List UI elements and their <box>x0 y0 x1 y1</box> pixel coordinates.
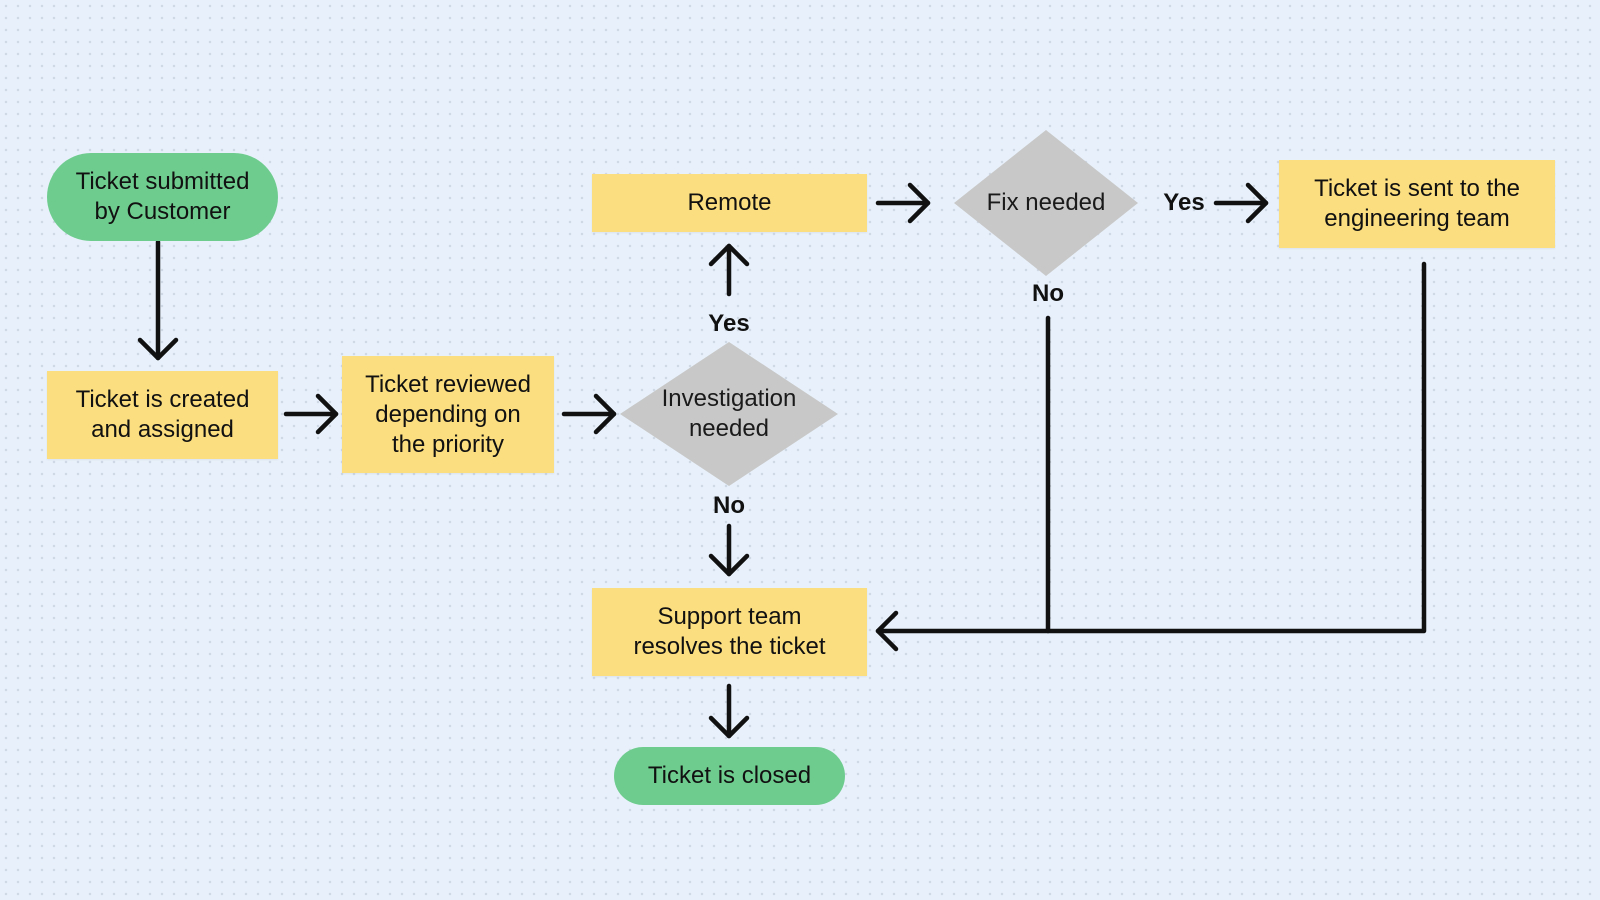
arrowhead-remote-to-fix <box>907 182 931 224</box>
node-engineering-team: Ticket is sent to the engineering team <box>1279 160 1555 248</box>
label-fix-yes: Yes <box>1163 189 1205 216</box>
arrowhead-created-to-reviewed <box>315 393 339 435</box>
arrow-engineering-to-support <box>875 261 1427 634</box>
arrowhead-support-to-closed <box>708 715 750 739</box>
node-ticket-closed: Ticket is closed <box>614 747 845 805</box>
arrowhead-engineering-to-support <box>875 610 899 652</box>
label-fix-no: No <box>1032 280 1064 307</box>
node-ticket-created: Ticket is created and assigned <box>47 371 278 459</box>
node-remote: Remote <box>592 174 867 232</box>
label-investigation-yes: Yes <box>708 310 750 337</box>
arrowhead-reviewed-to-investigation <box>593 393 617 435</box>
node-support-resolves: Support team resolves the ticket <box>592 588 867 676</box>
node-ticket-reviewed: Ticket reviewed depending on the priorit… <box>342 356 554 473</box>
arrowhead-investigation-to-remote <box>708 243 750 267</box>
label-investigation-no: No <box>713 492 745 519</box>
node-ticket-submitted: Ticket submitted by Customer <box>47 153 278 241</box>
arrowhead-fix-to-engineering <box>1245 182 1269 224</box>
investigation-diamond <box>620 342 838 486</box>
arrowhead-investigation-to-support <box>708 553 750 577</box>
node-fix-needed: Fix needed <box>986 189 1106 216</box>
arrowhead-start-to-created <box>137 337 179 361</box>
node-investigation-needed: Investigation needed <box>661 385 797 442</box>
fix-diamond <box>954 130 1138 276</box>
